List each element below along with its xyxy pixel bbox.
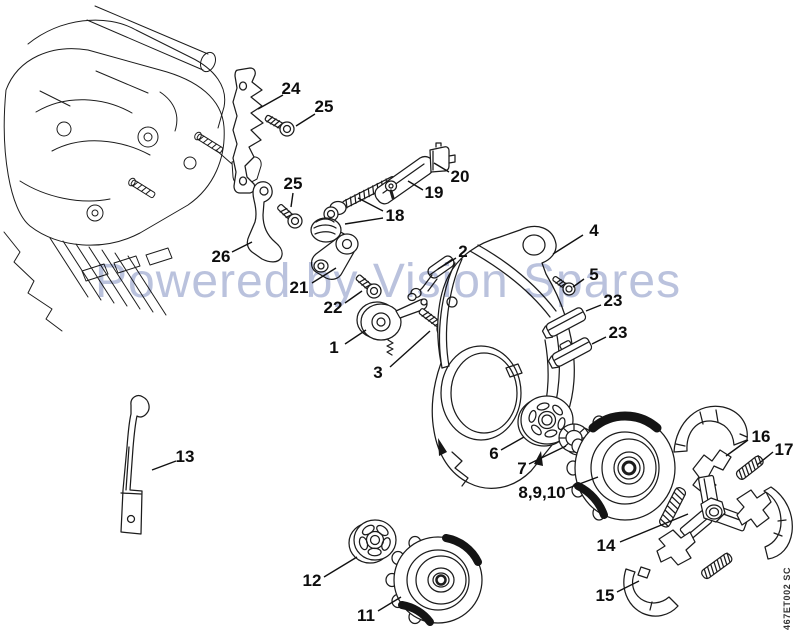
doc-code: 467ET002 SC (782, 566, 792, 630)
part-20-retainer-plate (429, 142, 456, 173)
part-5-screw (552, 275, 576, 296)
part-14-clutch-carrier (679, 474, 749, 541)
part-13-brake-lever (120, 394, 150, 535)
part-1-oil-pump (356, 298, 428, 356)
part-26-bracket (246, 181, 283, 263)
part-label-2: 2 (458, 242, 468, 261)
part-25-screw-upper (264, 114, 295, 137)
part-label-14: 14 (596, 536, 616, 555)
part-label-3: 3 (373, 363, 383, 382)
part-12-rim-sprocket (348, 519, 397, 564)
part-label-12: 12 (302, 571, 322, 590)
part-label-26: 26 (211, 247, 231, 266)
clutch-bracket-lower (656, 529, 696, 566)
clutch-shoe-right (763, 486, 793, 560)
part-label-19: 19 (424, 183, 444, 202)
part-24-spiked-bumper (232, 67, 264, 194)
part-label-25b: 25 (283, 174, 303, 193)
part-18-oil-pump-worm-drive (310, 176, 397, 250)
leader-lines (151, 94, 774, 612)
part-23-gill-upper (541, 307, 587, 339)
clutch-bracket-middle (736, 489, 772, 528)
part-label-15: 15 (595, 586, 615, 605)
engine-housing-sketch (3, 5, 262, 332)
part-11-clutch-drum (385, 534, 483, 626)
part-label-5: 5 (589, 265, 599, 284)
part-label-23b: 23 (608, 323, 628, 342)
part-label-24: 24 (281, 79, 301, 98)
part-label-8-9-10: 8,9,10 (518, 483, 566, 502)
clutch-shoe-top (673, 405, 748, 453)
part-15-clutch-shoe (623, 566, 679, 617)
part-label-7: 7 (517, 459, 527, 478)
part-8-9-10-clutch-drum-sprocket (566, 411, 676, 521)
part-17-spring (735, 454, 764, 480)
part-21-pump-body (310, 233, 359, 280)
part-label-25a: 25 (314, 97, 334, 116)
part-label-22: 22 (323, 298, 343, 317)
part-label-17: 17 (774, 440, 794, 459)
part-22-screw (355, 274, 382, 299)
clutch-spring-left (659, 487, 687, 528)
part-label-4: 4 (589, 221, 599, 240)
part-label-18: 18 (385, 206, 405, 225)
part-label-6: 6 (489, 444, 499, 463)
part-label-1: 1 (329, 338, 339, 357)
watermark: Powered by Vision Spares (95, 255, 682, 308)
part-25-screw-lower (277, 204, 303, 229)
part-6-washer-plate (517, 395, 574, 447)
part-label-16: 16 (751, 427, 771, 446)
part-23-gill-lower (547, 337, 593, 369)
part-label-21: 21 (289, 278, 309, 297)
part-label-23a: 23 (603, 291, 623, 310)
part-label-11: 11 (357, 606, 375, 625)
part-label-20: 20 (450, 167, 470, 186)
part-label-13: 13 (175, 447, 195, 466)
clutch-spring-lower (701, 552, 733, 580)
